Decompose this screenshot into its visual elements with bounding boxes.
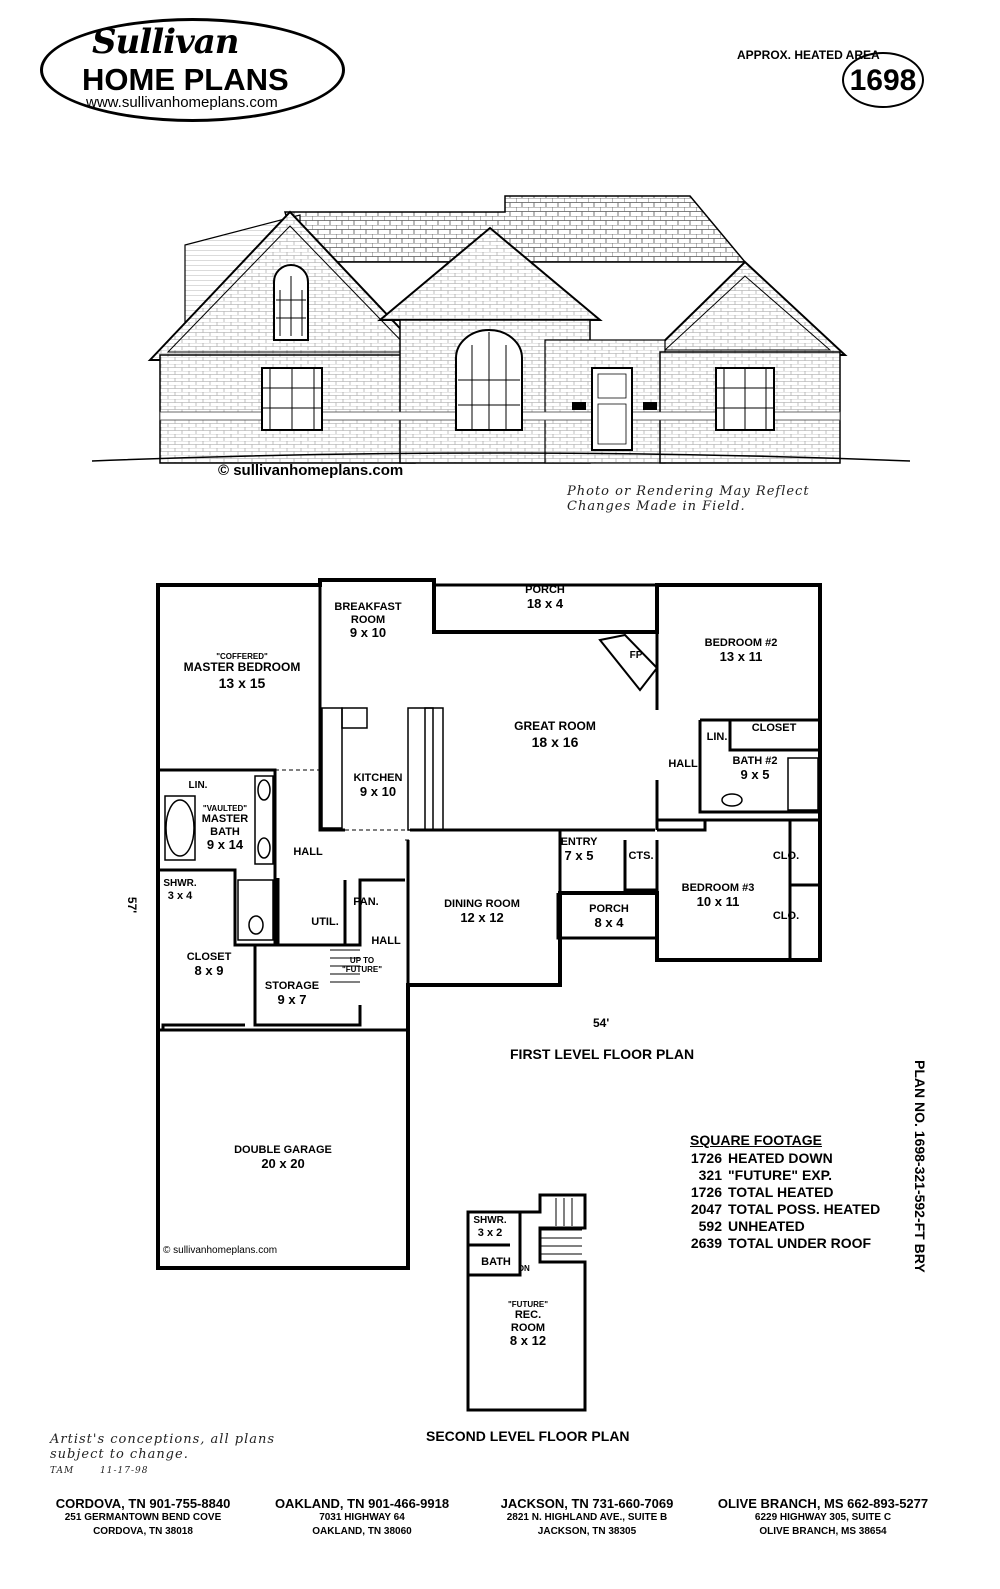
coats-closet: CTS. xyxy=(628,850,654,862)
linen-bedroom-2: LIN. xyxy=(706,731,728,743)
stairs xyxy=(330,949,360,983)
second-floor-bath: BATH xyxy=(481,1256,511,1268)
window-right xyxy=(715,367,775,431)
drafter-initials: TAM xyxy=(50,1466,75,1476)
fixtures xyxy=(164,757,819,941)
heated-area-label: APPROX. HEATED AREA xyxy=(737,48,880,62)
rendering-note-1: Photo or Rendering May Reflect xyxy=(567,484,810,499)
office-olive-branch: OLIVE BRANCH, MS 662-893-5277 6229 HIGHW… xyxy=(717,1496,929,1537)
second-floor-title: SECOND LEVEL FLOOR PLAN xyxy=(426,1428,630,1444)
rendering-copyright: © sullivanhomeplans.com xyxy=(218,462,404,479)
fireplace-label: FP xyxy=(629,650,643,661)
heated-area-value: 1698 xyxy=(842,52,924,108)
closet-bedroom-3-a: CLO. xyxy=(772,850,800,862)
dimension-width: 54' xyxy=(593,1016,610,1030)
dimension-depth: 57' xyxy=(125,896,140,914)
logo-script: Sullivan xyxy=(92,22,240,62)
interior-walls xyxy=(158,583,820,1035)
room-shower: SHWR.3 x 4 xyxy=(163,878,197,902)
front-door xyxy=(572,367,657,451)
second-floor-shower: SHWR.3 x 2 xyxy=(473,1215,507,1239)
logo-oval xyxy=(40,18,345,122)
plan-copyright: © sullivanhomeplans.com xyxy=(163,1245,278,1256)
office-oakland: OAKLAND, TN 901-466-9918 7031 HIGHWAY 64… xyxy=(274,1496,450,1537)
pantry: PAN. xyxy=(353,896,379,908)
window-arched-upper xyxy=(273,264,309,341)
hall-small: HALL xyxy=(371,935,401,947)
first-floor-title: FIRST LEVEL FLOOR PLAN xyxy=(510,1046,695,1062)
stair-down-label: DN xyxy=(518,1264,530,1273)
disclaimer-line-2: subject to change. xyxy=(50,1447,189,1462)
closet-bedroom-3-b: CLO. xyxy=(772,910,800,922)
openings xyxy=(275,769,410,841)
second-floor-stairs xyxy=(540,1198,582,1255)
exterior-walls xyxy=(156,578,822,1270)
table-row: 321"FUTURE" EXP. xyxy=(698,1167,833,1183)
rendering-note-2: Changes Made in Field. xyxy=(567,499,746,514)
disclaimer-line-1: Artist's conceptions, all plans xyxy=(50,1432,276,1447)
office-jackson: JACKSON, TN 731-660-7069 2821 N. HIGHLAN… xyxy=(500,1496,674,1537)
logo-name: HOME PLANS xyxy=(82,62,289,97)
square-footage-title: SQUARE FOOTAGE xyxy=(690,1132,822,1148)
plan-number: PLAN NO. 1698-321-592-FT BRY xyxy=(912,1060,928,1273)
second-floor-plan xyxy=(466,1193,587,1412)
utility-room: UTIL. xyxy=(311,916,339,928)
window-left xyxy=(261,367,323,431)
stair-note: UP TO"FUTURE" xyxy=(341,956,383,975)
closet-bedroom-2: CLOSET xyxy=(751,722,797,734)
hall-right: HALL xyxy=(668,758,698,770)
fireplace xyxy=(598,633,659,692)
logo-url: www.sullivanhomeplans.com xyxy=(86,94,278,111)
hall-center: HALL xyxy=(293,846,323,858)
drawing-date: 11-17-98 xyxy=(100,1466,149,1476)
kitchen-counters xyxy=(321,707,444,831)
linen-master: LIN. xyxy=(188,780,208,791)
window-center-arched xyxy=(455,329,523,431)
ground-line xyxy=(91,452,911,462)
office-cordova: CORDOVA, TN 901-755-8840 251 GERMANTOWN … xyxy=(55,1496,231,1537)
